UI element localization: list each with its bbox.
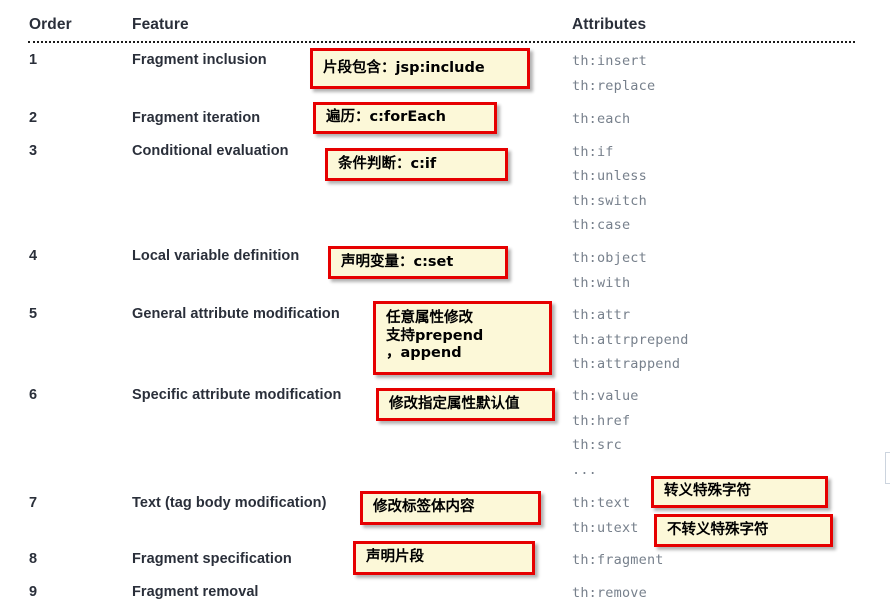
table-row: 6: [29, 387, 38, 403]
table-row: th:replace: [572, 78, 656, 94]
table-row: th:case: [572, 217, 631, 233]
table-row: 4: [29, 248, 38, 264]
table-row: Specific attribute modification: [132, 387, 342, 403]
annotation-general-attribute: 任意属性修改 支持prepend ，append: [373, 301, 552, 375]
header-divider-line: [28, 41, 855, 43]
table-row: th:with: [572, 275, 631, 291]
table-row: Fragment inclusion: [132, 52, 267, 68]
table-row: th:remove: [572, 585, 647, 601]
table-row: th:switch: [572, 193, 647, 209]
table-row: 2: [29, 110, 38, 126]
table-row: Fragment removal: [132, 584, 259, 600]
table-row: 3: [29, 143, 38, 159]
table-row: th:src: [572, 437, 622, 453]
table-row: th:value: [572, 388, 639, 404]
table-row: th:attrprepend: [572, 332, 689, 348]
annotation-escape-special-chars: 转义特殊字符: [651, 476, 828, 508]
table-row: 9: [29, 584, 38, 600]
table-row: th:text: [572, 495, 631, 511]
table-row: th:insert: [572, 53, 647, 69]
annotation-fragment-inclusion: 片段包含：jsp:include: [310, 48, 530, 89]
annotation-specific-attribute: 修改指定属性默认值: [376, 388, 555, 421]
table-row: ...: [572, 462, 597, 478]
annotation-fragment-specification: 声明片段: [353, 541, 535, 575]
table-row: th:utext: [572, 520, 639, 536]
table-row: 1: [29, 52, 38, 68]
annotation-fragment-iteration: 遍历：c:forEach: [313, 102, 497, 134]
table-row: th:href: [572, 413, 631, 429]
table-row: th:if: [572, 144, 614, 160]
column-header-order: Order: [29, 16, 72, 33]
table-row: th:fragment: [572, 552, 664, 568]
table-row: th:attr: [572, 307, 631, 323]
column-header-feature: Feature: [132, 16, 189, 33]
annotation-local-variable: 声明变量：c:set: [328, 246, 508, 279]
table-row: 8: [29, 551, 38, 567]
table-row: th:attrappend: [572, 356, 681, 372]
scrollbar-thumb[interactable]: [885, 452, 890, 484]
annotation-unescape-special-chars: 不转义特殊字符: [654, 514, 833, 547]
table-row: th:each: [572, 111, 631, 127]
annotation-conditional-evaluation: 条件判断：c:if: [325, 148, 508, 181]
table-row: Fragment iteration: [132, 110, 261, 126]
column-header-attributes: Attributes: [572, 16, 647, 33]
table-row: Fragment specification: [132, 551, 292, 567]
table-row: Text (tag body modification): [132, 495, 327, 511]
table-row: 7: [29, 495, 38, 511]
table-row: Conditional evaluation: [132, 143, 289, 159]
table-row: Local variable definition: [132, 248, 300, 264]
table-row: th:unless: [572, 168, 647, 184]
table-row: General attribute modification: [132, 306, 340, 322]
table-row: 5: [29, 306, 38, 322]
table-row: th:object: [572, 250, 647, 266]
annotation-text-body: 修改标签体内容: [360, 491, 541, 525]
